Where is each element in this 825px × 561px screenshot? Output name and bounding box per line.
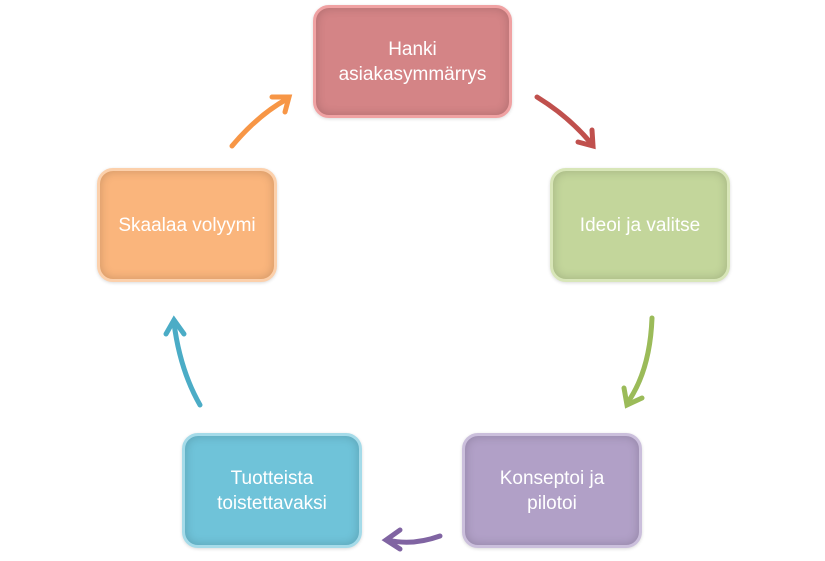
step-scale-volume: Skaalaa volyymi [97, 168, 277, 282]
step-productize: Tuotteista toistettavaksi [182, 433, 362, 548]
step-label: Konseptoi ja pilotoi [499, 467, 605, 514]
step-label: Skaalaa volyymi [118, 214, 256, 236]
arrow-red [534, 94, 596, 150]
step-label: Ideoi ja valitse [579, 214, 701, 236]
step-label: Hanki asiakasymmärrys [338, 38, 487, 85]
step-get-customer-insight: Hanki asiakasymmärrys [313, 5, 512, 118]
step-label: Tuotteista toistettavaksi [217, 467, 327, 514]
step-concept-pilot: Konseptoi ja pilotoi [462, 433, 642, 548]
arrow-orange [229, 94, 293, 149]
arrow-blue [163, 315, 203, 408]
step-ideate-select: Ideoi ja valitse [550, 168, 730, 282]
arrow-green [621, 315, 655, 409]
arrow-purple [381, 527, 443, 552]
